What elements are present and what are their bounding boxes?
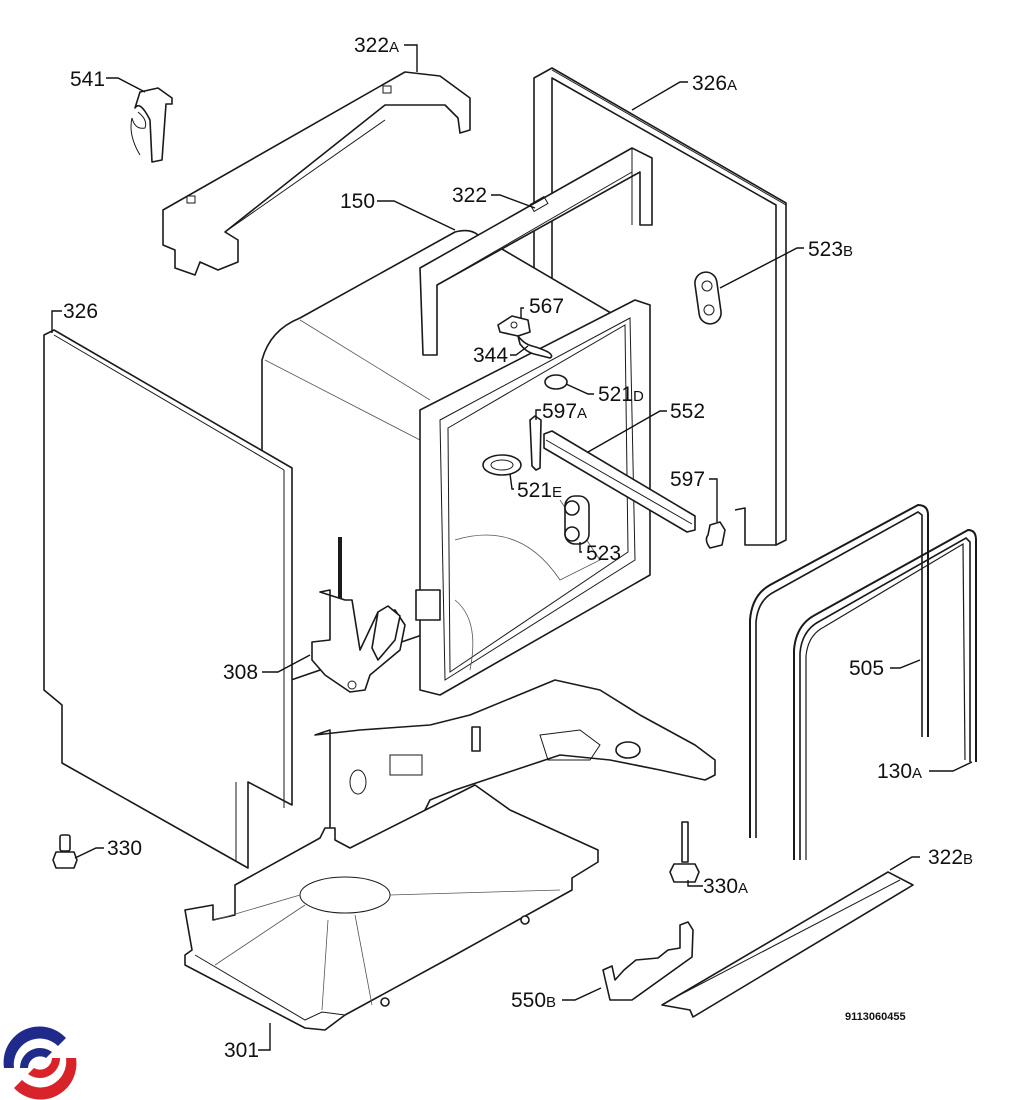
leader-326 xyxy=(51,310,62,333)
label-130a[interactable]: 130A xyxy=(877,760,922,783)
part-552-rail[interactable] xyxy=(543,430,696,533)
label-330[interactable]: 330 xyxy=(107,837,142,860)
leader-322b xyxy=(889,856,920,871)
leader-597 xyxy=(709,478,718,522)
part-567-bracket[interactable] xyxy=(497,315,531,337)
label-521d[interactable]: 521D xyxy=(598,383,644,406)
part-550b-bracket[interactable] xyxy=(602,921,694,1001)
part-505-seal[interactable] xyxy=(749,503,929,838)
leader-330 xyxy=(74,847,104,859)
label-330a[interactable]: 330A xyxy=(703,875,748,898)
leader-521e xyxy=(509,473,514,490)
part-326-left-panel[interactable] xyxy=(43,329,293,869)
label-523[interactable]: 523 xyxy=(586,542,621,565)
label-344[interactable]: 344 xyxy=(473,344,508,367)
leader-521d xyxy=(565,383,594,395)
label-150[interactable]: 150 xyxy=(340,190,375,213)
leader-301 xyxy=(258,1023,271,1051)
part-322-top-frame[interactable] xyxy=(419,147,653,356)
part-130a-seal[interactable] xyxy=(793,528,977,860)
label-523b[interactable]: 523B xyxy=(808,238,853,261)
leader-130a xyxy=(929,761,973,772)
leader-505 xyxy=(890,659,921,669)
label-301[interactable]: 301 xyxy=(224,1039,259,1062)
label-597[interactable]: 597 xyxy=(670,468,705,491)
part-521d-cap[interactable] xyxy=(544,374,568,390)
leader-330a xyxy=(687,880,703,887)
label-308[interactable]: 308 xyxy=(223,661,258,684)
label-541[interactable]: 541 xyxy=(70,68,105,91)
label-567[interactable]: 567 xyxy=(529,295,564,318)
leader-550b xyxy=(562,987,602,1001)
label-521e[interactable]: 521E xyxy=(517,479,562,502)
part-308-hinge[interactable] xyxy=(311,537,406,693)
leader-597a xyxy=(535,409,541,420)
leader-322 xyxy=(491,194,536,209)
label-322a[interactable]: 322A xyxy=(354,34,399,57)
label-326a[interactable]: 326A xyxy=(692,72,737,95)
part-541-clip[interactable] xyxy=(130,87,173,163)
label-326[interactable]: 326 xyxy=(63,300,98,323)
part-523b-bushing[interactable] xyxy=(693,271,722,326)
leader-552 xyxy=(587,410,667,453)
label-322[interactable]: 322 xyxy=(452,184,487,207)
leader-541 xyxy=(106,77,146,93)
leader-326a xyxy=(631,81,688,111)
leader-lines xyxy=(51,44,973,1051)
part-330-foot[interactable] xyxy=(52,834,78,869)
part-330a-foot-screw[interactable] xyxy=(669,821,700,883)
leader-523b xyxy=(719,247,804,289)
leader-344 xyxy=(510,345,529,356)
part-521e-ring[interactable] xyxy=(482,454,522,476)
part-322b-rail[interactable] xyxy=(661,871,914,1018)
leader-308 xyxy=(262,654,311,673)
part-597a-pin[interactable] xyxy=(529,415,542,471)
label-505[interactable]: 505 xyxy=(849,657,884,680)
leader-567 xyxy=(520,307,524,318)
part-322a-top-bar[interactable] xyxy=(162,71,471,276)
part-labels: 541 322A 326A 150 322 523B 326 567 344 5… xyxy=(63,34,973,1062)
leader-150 xyxy=(377,200,456,231)
document-code: 9113060455 xyxy=(845,1011,906,1023)
tub-front-frame xyxy=(415,299,651,696)
label-550b[interactable]: 550B xyxy=(511,989,556,1012)
label-597a[interactable]: 597A xyxy=(542,400,587,423)
label-552[interactable]: 552 xyxy=(670,400,705,423)
part-523-double-bushing[interactable] xyxy=(564,495,590,545)
brand-logo-icon xyxy=(3,1026,77,1100)
leader-322a xyxy=(404,44,418,72)
label-322b[interactable]: 322B xyxy=(928,846,973,869)
part-301-base-plate[interactable] xyxy=(184,784,599,1031)
part-597-end-cap[interactable] xyxy=(705,521,726,549)
leader-523 xyxy=(579,542,582,553)
part-344-spring-clip[interactable] xyxy=(517,335,553,359)
